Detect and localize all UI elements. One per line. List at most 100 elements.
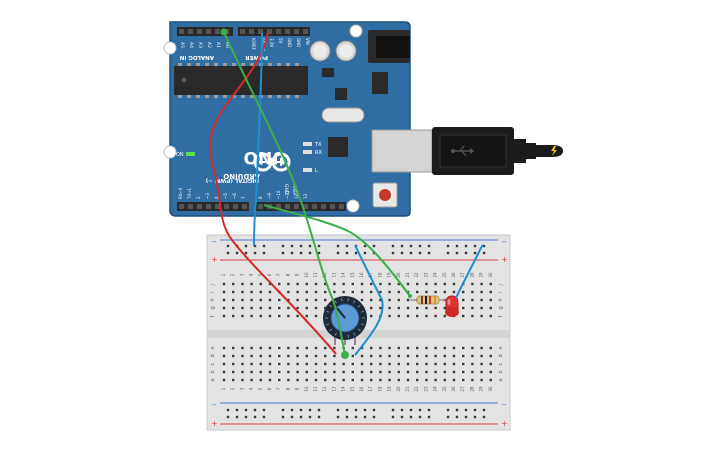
breadboard-hole[interactable] — [241, 306, 244, 310]
breadboard-hole[interactable] — [333, 370, 336, 374]
rail-hole[interactable] — [427, 244, 431, 248]
breadboard-hole[interactable] — [287, 282, 290, 286]
breadboard-hole[interactable] — [250, 378, 253, 382]
breadboard-hole[interactable] — [250, 306, 253, 310]
rail-hole[interactable] — [317, 408, 321, 412]
breadboard-hole[interactable] — [397, 290, 400, 294]
breadboard-hole[interactable] — [452, 362, 456, 366]
header-pin[interactable] — [240, 29, 245, 34]
breadboard-hole[interactable] — [241, 362, 244, 366]
breadboard-hole[interactable] — [452, 346, 456, 350]
breadboard-hole[interactable] — [278, 354, 281, 358]
breadboard-hole[interactable] — [388, 298, 391, 302]
rail-hole[interactable] — [418, 244, 422, 248]
breadboard-hole[interactable] — [360, 298, 364, 302]
breadboard-hole[interactable] — [425, 290, 428, 294]
rail-hole[interactable] — [427, 415, 431, 419]
breadboard-hole[interactable] — [342, 378, 345, 382]
rail-hole[interactable] — [226, 415, 230, 419]
rail-hole[interactable] — [299, 415, 303, 419]
breadboard-hole[interactable] — [278, 298, 281, 302]
rail-hole[interactable] — [400, 244, 404, 248]
breadboard-hole[interactable] — [370, 354, 373, 358]
rail-hole[interactable] — [253, 251, 257, 255]
breadboard-hole[interactable] — [434, 290, 437, 294]
header-pin[interactable] — [215, 204, 220, 209]
breadboard-hole[interactable] — [314, 306, 318, 310]
header-pin[interactable] — [294, 29, 299, 34]
breadboard-hole[interactable] — [462, 346, 465, 350]
breadboard-hole[interactable] — [296, 314, 299, 318]
breadboard-hole[interactable] — [259, 378, 262, 382]
breadboard-hole[interactable] — [314, 354, 318, 358]
breadboard-hole[interactable] — [268, 314, 272, 318]
breadboard-hole[interactable] — [388, 346, 391, 350]
breadboard-hole[interactable] — [232, 282, 235, 286]
breadboard-hole[interactable] — [434, 354, 437, 358]
breadboard-hole[interactable] — [222, 346, 226, 350]
rail-hole[interactable] — [308, 251, 312, 255]
breadboard-hole[interactable] — [425, 370, 428, 374]
header-pin[interactable] — [258, 29, 263, 34]
rail-hole[interactable] — [308, 415, 312, 419]
breadboard-hole[interactable] — [268, 290, 272, 294]
breadboard-hole[interactable] — [462, 306, 465, 310]
breadboard-hole[interactable] — [388, 378, 391, 382]
breadboard-hole[interactable] — [250, 370, 253, 374]
breadboard-hole[interactable] — [333, 354, 336, 358]
breadboard-hole[interactable] — [259, 298, 262, 302]
breadboard-hole[interactable] — [278, 314, 281, 318]
breadboard-hole[interactable] — [443, 314, 446, 318]
breadboard-hole[interactable] — [416, 354, 419, 358]
header-pin[interactable] — [233, 204, 238, 209]
rail-hole[interactable] — [336, 415, 340, 419]
reset-button-cap[interactable] — [379, 189, 391, 201]
breadboard-hole[interactable] — [259, 346, 262, 350]
breadboard-hole[interactable] — [268, 378, 272, 382]
breadboard-hole[interactable] — [425, 314, 428, 318]
rail-hole[interactable] — [418, 415, 422, 419]
header-pin[interactable] — [206, 204, 211, 209]
breadboard-hole[interactable] — [259, 282, 262, 286]
breadboard-hole[interactable] — [397, 306, 400, 310]
rail-hole[interactable] — [345, 415, 349, 419]
breadboard-hole[interactable] — [250, 298, 253, 302]
breadboard-hole[interactable] — [287, 370, 290, 374]
header-pin[interactable] — [285, 29, 290, 34]
breadboard-hole[interactable] — [370, 346, 373, 350]
breadboard-hole[interactable] — [287, 346, 290, 350]
breadboard-hole[interactable] — [305, 306, 308, 310]
breadboard-hole[interactable] — [489, 378, 492, 382]
breadboard-hole[interactable] — [462, 354, 465, 358]
rail-hole[interactable] — [281, 251, 285, 255]
breadboard-hole[interactable] — [489, 354, 492, 358]
rail-hole[interactable] — [290, 415, 294, 419]
header-pin[interactable] — [197, 204, 202, 209]
rail-hole[interactable] — [235, 251, 239, 255]
breadboard-hole[interactable] — [443, 362, 446, 366]
breadboard-hole[interactable] — [360, 282, 364, 286]
header-pin[interactable] — [303, 204, 308, 209]
breadboard-hole[interactable] — [333, 346, 336, 350]
breadboard-hole[interactable] — [360, 354, 364, 358]
breadboard-hole[interactable] — [232, 290, 235, 294]
breadboard-hole[interactable] — [241, 298, 244, 302]
breadboard-hole[interactable] — [268, 282, 272, 286]
breadboard-hole[interactable] — [278, 282, 281, 286]
rail-hole[interactable] — [446, 408, 450, 412]
breadboard-hole[interactable] — [406, 378, 410, 382]
breadboard-hole[interactable] — [443, 306, 446, 310]
breadboard-hole[interactable] — [314, 314, 318, 318]
rail-hole[interactable] — [244, 244, 248, 248]
rail-hole[interactable] — [299, 408, 303, 412]
breadboard-hole[interactable] — [462, 298, 465, 302]
breadboard-hole[interactable] — [360, 362, 364, 366]
breadboard-hole[interactable] — [324, 378, 327, 382]
breadboard-hole[interactable] — [370, 298, 373, 302]
breadboard-hole[interactable] — [250, 290, 253, 294]
breadboard-hole[interactable] — [305, 354, 308, 358]
rail-hole[interactable] — [235, 408, 239, 412]
breadboard-hole[interactable] — [296, 370, 299, 374]
breadboard-hole[interactable] — [452, 378, 456, 382]
breadboard-hole[interactable] — [250, 346, 253, 350]
